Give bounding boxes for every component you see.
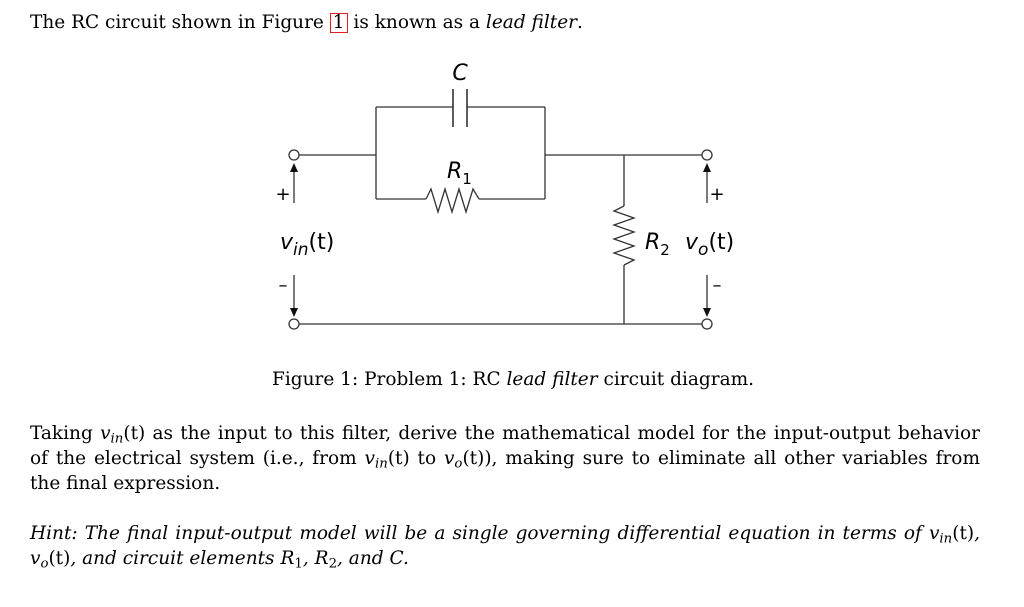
output-top-terminal <box>701 149 713 161</box>
hint-paragraph: Hint: The final input-output model will … <box>30 523 980 572</box>
vo-up-arrowhead <box>703 163 711 172</box>
capacitor-label: C <box>452 61 468 86</box>
problem-statement-paragraph: Taking vin(t) as the input to this filte… <box>30 423 980 494</box>
input-top-terminal <box>288 149 300 161</box>
figure-reference-link[interactable]: 1 <box>329 13 348 33</box>
lead-filter-emphasis: lead filter <box>485 12 578 33</box>
vin-label: vin(t) <box>280 230 334 260</box>
r1-resistor-zigzag <box>425 186 480 215</box>
output-bottom-terminal <box>701 318 713 330</box>
vo-plus-sign: + <box>709 184 724 205</box>
intro-sentence: The RC circuit shown in Figure 1 is know… <box>30 12 583 33</box>
vo-down-arrowhead <box>703 308 711 317</box>
vo-label: vo(t) <box>685 230 734 260</box>
r1-label: R1 <box>447 159 472 188</box>
vin-up-arrowhead <box>290 163 298 172</box>
vin-down-arrowhead <box>290 308 298 317</box>
vin-plus-sign: + <box>275 184 290 205</box>
input-bottom-terminal <box>288 318 300 330</box>
r2-label: R2 <box>645 230 670 259</box>
figure-caption: Figure 1: Problem 1: RC lead filter circ… <box>272 369 755 390</box>
vo-minus-sign: – <box>713 275 722 296</box>
vin-minus-sign: – <box>279 275 288 296</box>
r2-resistor-zigzag <box>612 205 636 266</box>
